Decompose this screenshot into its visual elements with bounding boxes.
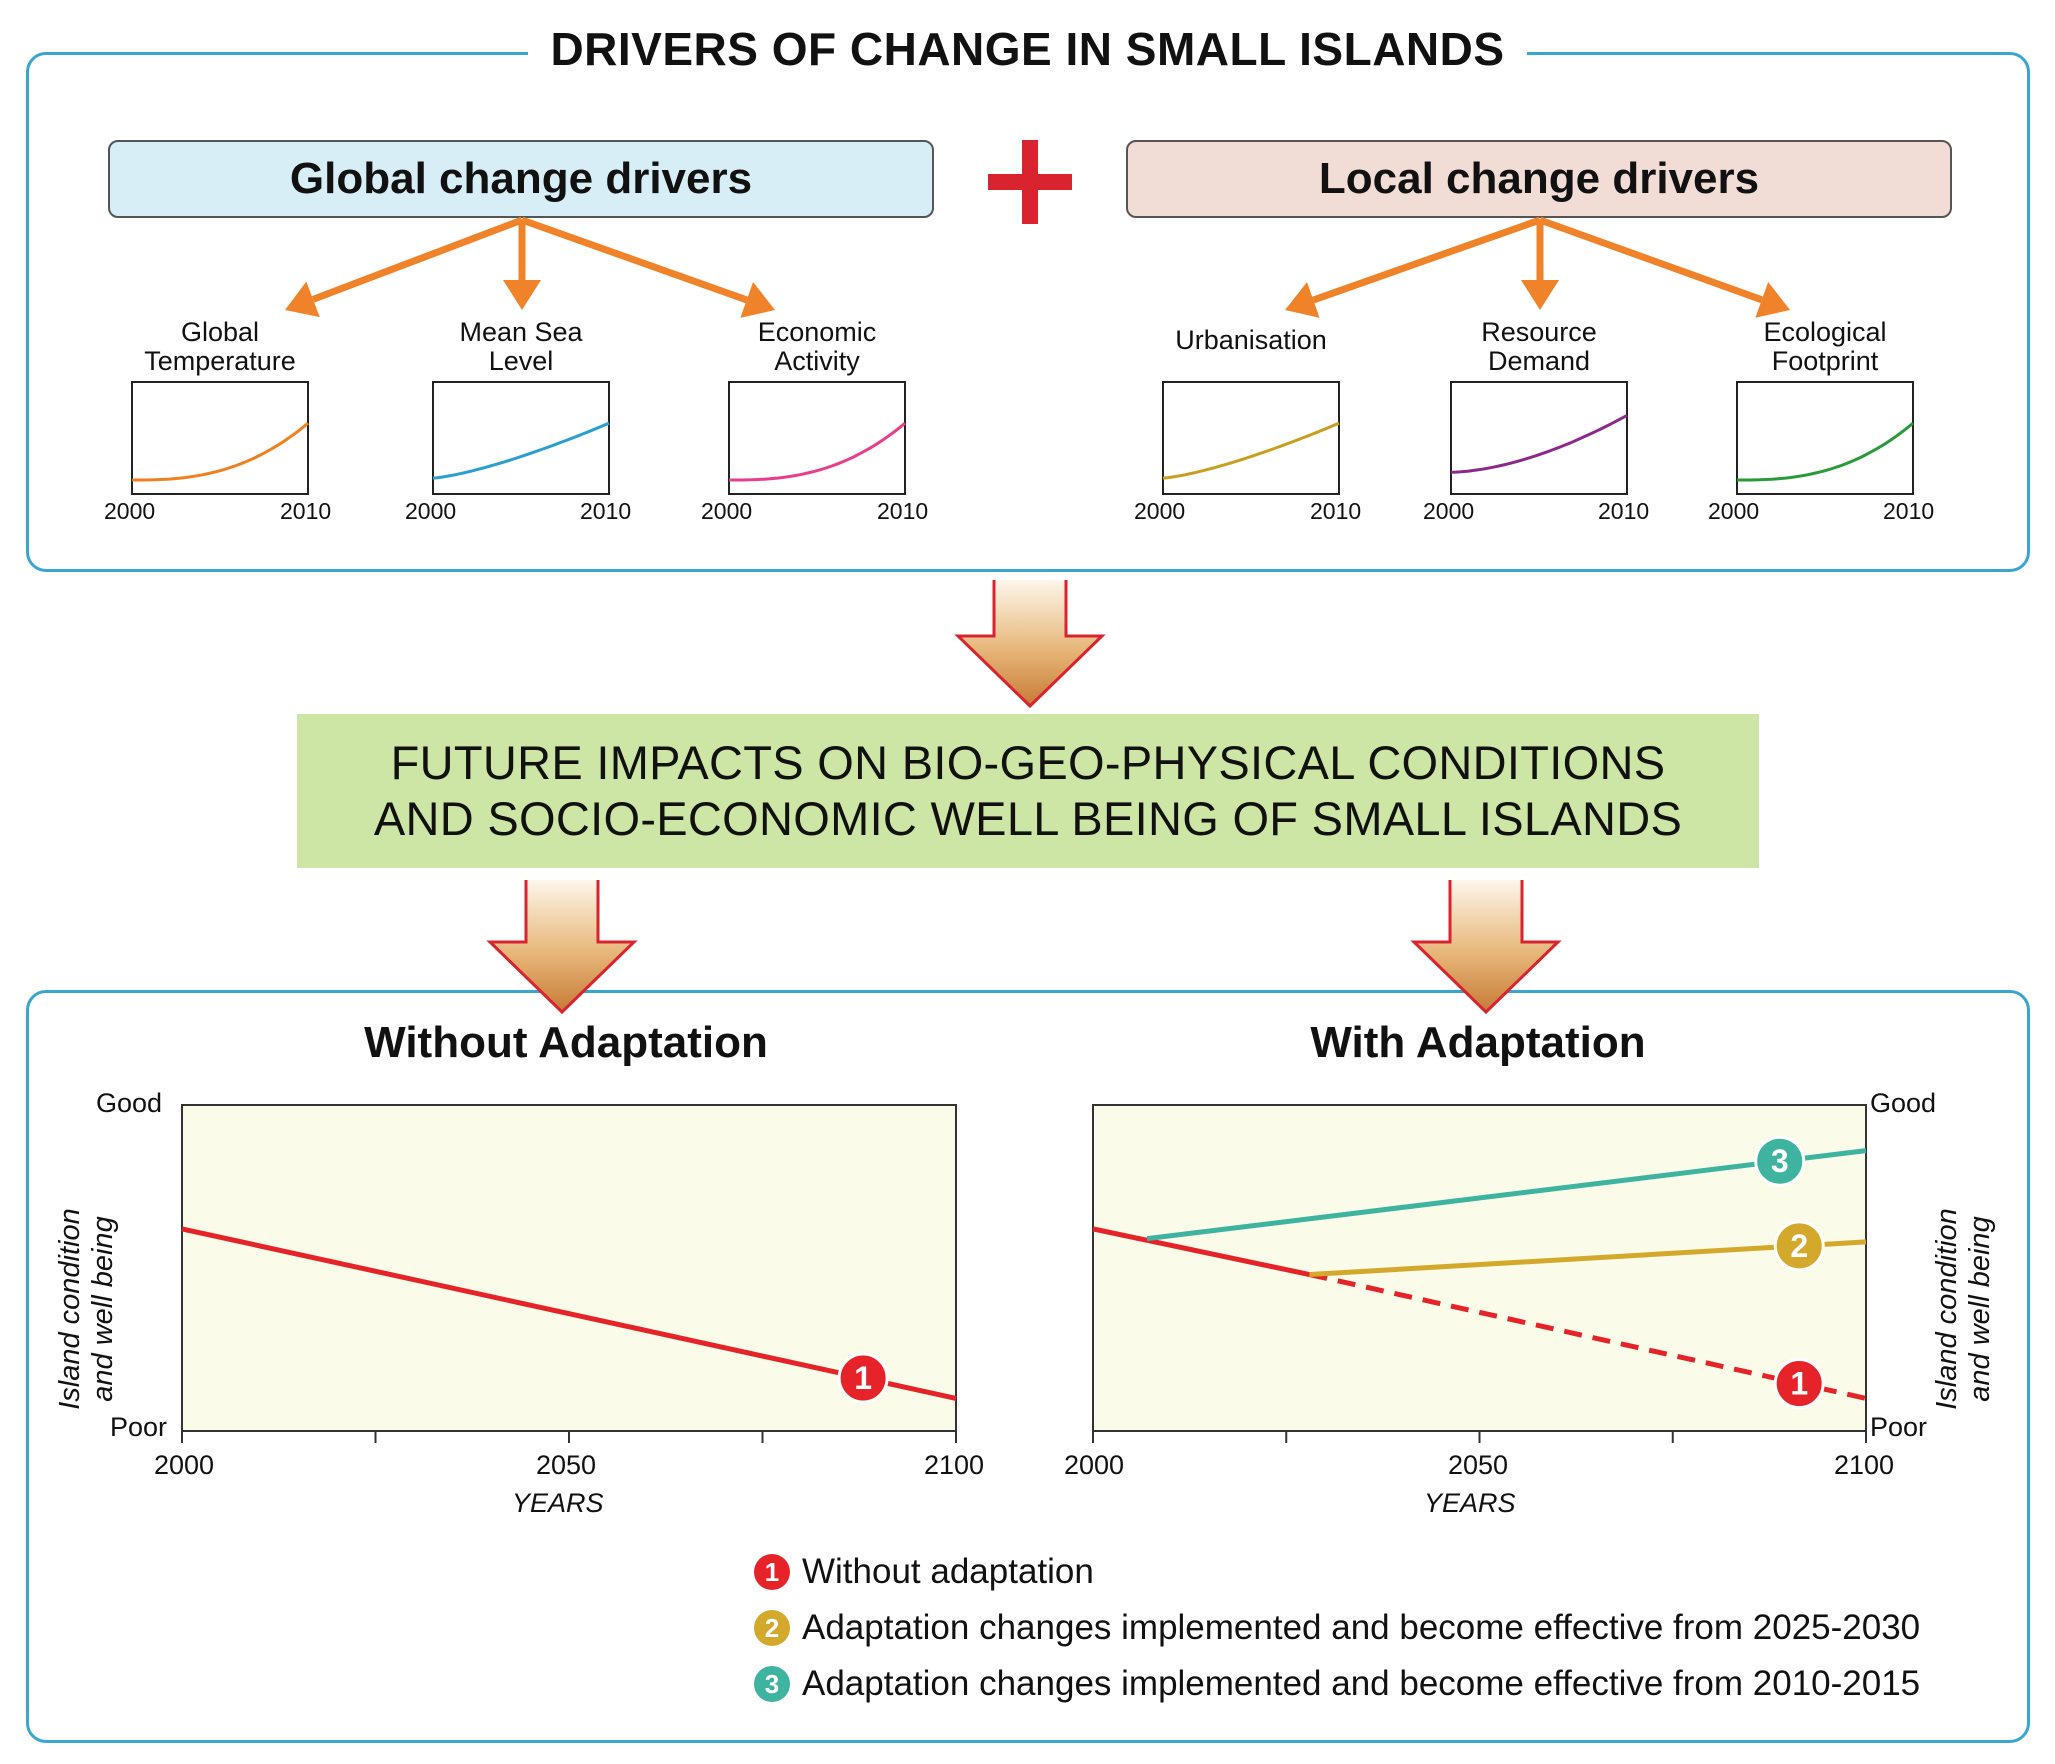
mini-year-end: 2010 xyxy=(1883,498,1935,524)
series-line-3 xyxy=(1146,1148,1867,1242)
outcomes-frame xyxy=(26,990,2030,1743)
series-marker-label: 1 xyxy=(854,1360,872,1396)
global-change-drivers-box: Global change drivers xyxy=(108,140,934,218)
series-marker-label: 1 xyxy=(1790,1366,1808,1402)
x-tick-2100: 2100 xyxy=(1834,1450,1895,1480)
driver-arrow-head xyxy=(503,280,541,310)
down-arrow-outline xyxy=(1410,880,1562,1015)
mini-year-end: 2010 xyxy=(280,498,332,524)
plot-area xyxy=(181,1104,957,1432)
mini-chart-frame xyxy=(728,381,906,495)
mini-year-end: 2010 xyxy=(1310,498,1362,524)
driver-arrow-head xyxy=(1285,282,1320,318)
x-tick-2000: 2000 xyxy=(154,1450,215,1480)
mini-chart-trend-line xyxy=(729,422,906,482)
down-arrow-outline xyxy=(486,880,638,1015)
legend-item-3: 3 Adaptation changes implemented and bec… xyxy=(754,1664,1920,1704)
mini-year-start: 2000 xyxy=(1134,498,1186,524)
x-axis-label: YEARS xyxy=(512,1488,604,1518)
legend-label: Adaptation changes implemented and becom… xyxy=(802,1608,1921,1647)
x-tick-2050: 2050 xyxy=(536,1450,597,1480)
driver-arrow-head xyxy=(285,281,320,318)
mini-chart-frame xyxy=(1736,381,1914,495)
down-arrow-fill xyxy=(490,880,634,1012)
future-impacts-box: FUTURE IMPACTS ON BIO-GEO-PHYSICAL CONDI… xyxy=(297,714,1759,868)
legend-marker-2: 2 xyxy=(754,1610,790,1646)
plus-icon xyxy=(988,140,1072,224)
plot-area xyxy=(1092,1104,1867,1432)
driver-arrows xyxy=(285,216,1790,318)
driver-label-urbanisation: Urbanisation xyxy=(1175,325,1327,355)
legend-item-2: 2 Adaptation changes implemented and bec… xyxy=(754,1608,1920,1648)
driver-arrow-head xyxy=(740,282,775,318)
mini-year-start: 2000 xyxy=(1423,498,1475,524)
mini-year-end: 2010 xyxy=(877,498,929,524)
local-change-drivers-box: Local change drivers xyxy=(1126,140,1952,218)
mini-chart-trend-line xyxy=(1162,421,1340,480)
legend-label: Adaptation changes implemented and becom… xyxy=(802,1664,1921,1703)
down-arrow-fill xyxy=(958,580,1102,706)
mini-year-start: 2000 xyxy=(701,498,753,524)
series-marker-label: 2 xyxy=(1790,1228,1808,1264)
driver-arrow-shaft xyxy=(1312,216,1542,304)
mini-charts xyxy=(131,381,1914,495)
down-arrow-outline xyxy=(954,580,1106,709)
down-arrow-fill xyxy=(1414,880,1558,1012)
mini-chart-trend-line xyxy=(1450,414,1628,474)
mini-chart-frame xyxy=(1450,381,1628,495)
chart-title-without-adaptation: Without Adaptation xyxy=(364,1018,768,1067)
series-marker-1 xyxy=(1773,1358,1825,1410)
series-line-1 xyxy=(1308,1272,1867,1401)
series-marker-1 xyxy=(837,1352,889,1404)
mini-chart-frame xyxy=(432,381,610,495)
legend-item-1: 1 Without adaptation xyxy=(754,1552,1094,1592)
driver-arrow-head xyxy=(1521,280,1559,310)
mini-year-start: 2000 xyxy=(405,498,457,524)
x-tick-2000: 2000 xyxy=(1064,1450,1125,1480)
mini-year-start: 2000 xyxy=(104,498,156,524)
series-marker-2 xyxy=(1773,1220,1825,1272)
mini-chart-trend-line xyxy=(132,422,309,482)
series-marker-3 xyxy=(1754,1135,1806,1187)
legend-label: Without adaptation xyxy=(802,1552,1094,1591)
global-drivers-label: Global change drivers xyxy=(289,154,753,203)
impacts-line-2: AND SOCIO-ECONOMIC WELL BEING OF SMALL I… xyxy=(373,792,1683,845)
mini-chart-trend-line xyxy=(1737,422,1914,482)
series-line-1 xyxy=(181,1226,957,1401)
legend-marker-3: 3 xyxy=(754,1666,790,1702)
legend-marker-1: 1 xyxy=(754,1554,790,1590)
driver-arrow-head xyxy=(1755,281,1790,318)
x-tick-2100: 2100 xyxy=(924,1450,985,1480)
mini-year-end: 2010 xyxy=(1598,498,1650,524)
impacts-line-1: FUTURE IMPACTS ON BIO-GEO-PHYSICAL CONDI… xyxy=(390,736,1666,789)
driver-arrow-shaft xyxy=(1538,216,1763,304)
local-drivers-label: Local change drivers xyxy=(1318,154,1760,203)
series-line-2 xyxy=(1309,1239,1867,1278)
series-marker-label: 3 xyxy=(1771,1143,1789,1179)
y-tick-good: Good xyxy=(1870,1088,1937,1118)
main-title: DRIVERS OF CHANGE IN SMALL ISLANDS xyxy=(0,22,2055,76)
y-tick-poor: Poor xyxy=(110,1412,168,1442)
mini-year-end: 2010 xyxy=(580,498,632,524)
outcome-charts: 1 3 2 1 xyxy=(181,1104,1867,1443)
driver-arrow-shaft xyxy=(311,216,524,303)
mini-chart-trend-line xyxy=(432,421,610,480)
mini-year-start: 2000 xyxy=(1708,498,1760,524)
series-line-1 xyxy=(1092,1226,1310,1277)
y-tick-poor: Poor xyxy=(1870,1412,1928,1442)
big-arrows xyxy=(486,580,1562,1015)
x-axis-label: YEARS xyxy=(1424,1488,1516,1518)
x-tick-2050: 2050 xyxy=(1448,1450,1509,1480)
mini-chart-frame xyxy=(131,381,309,495)
y-tick-good: Good xyxy=(96,1088,163,1118)
mini-chart-frame xyxy=(1162,381,1340,495)
chart-title-with-adaptation: With Adaptation xyxy=(1310,1018,1646,1067)
driver-arrow-shaft xyxy=(520,216,748,304)
